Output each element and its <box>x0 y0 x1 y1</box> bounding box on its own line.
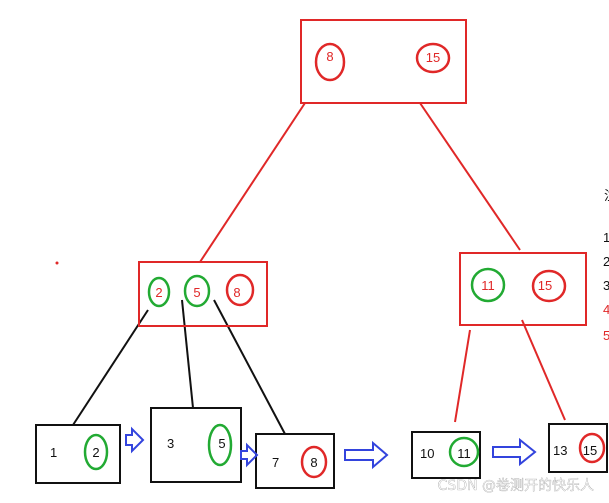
root-key-2: 15 <box>426 50 440 65</box>
side-note-line-2: 2 <box>603 254 609 269</box>
left-mid-key-1: 2 <box>155 285 162 300</box>
side-note-line-3: 3 <box>603 278 609 293</box>
right-mid-key-1: 11 <box>481 278 495 293</box>
side-note-line-5: 5 <box>603 328 609 343</box>
edge-root-left-mid <box>199 102 306 263</box>
root-node: 8 15 <box>300 19 467 104</box>
side-note-line-4: 4 <box>603 302 609 317</box>
right-mid-key-2: 15 <box>538 278 552 293</box>
edge-root-right-mid <box>419 102 521 251</box>
key-circle <box>207 423 233 467</box>
leaf4-key-1: 10 <box>420 446 434 461</box>
leaf3-key-2: 8 <box>310 455 317 470</box>
watermark: CSDN @卷测开的快乐人 <box>438 478 594 494</box>
side-note-heading: 注 <box>604 188 609 203</box>
leaf-node-4: 10 11 <box>411 431 481 479</box>
key-circle <box>531 269 567 303</box>
key-circle <box>578 432 606 464</box>
root-key-1: 8 <box>326 49 333 64</box>
key-circle <box>314 42 346 82</box>
sibling-arrow-icon <box>125 426 145 454</box>
sibling-arrow-icon <box>240 442 259 468</box>
sibling-arrow-icon <box>344 440 389 470</box>
edge-right-mid-leaf4 <box>454 329 471 423</box>
leaf1-key-2: 2 <box>92 445 99 460</box>
key-circle <box>183 274 211 308</box>
leaf3-key-1: 7 <box>272 455 279 470</box>
left-internal-node: 2 5 8 <box>138 261 268 327</box>
edge-left-mid-leaf2 <box>181 299 194 409</box>
side-note-line-1: 1 <box>603 230 609 245</box>
leaf-node-2: 3 5 <box>150 407 242 483</box>
key-circle <box>83 433 109 471</box>
key-circle <box>415 42 451 74</box>
edge-left-mid-leaf3 <box>213 299 286 435</box>
side-note: 注 1 2 3 4 5 <box>603 188 609 343</box>
leaf1-key-1: 1 <box>50 445 57 460</box>
leaf-node-1: 1 2 <box>35 424 121 484</box>
key-circle <box>147 276 171 308</box>
edge-right-mid-leaf5 <box>521 319 566 421</box>
key-circle <box>300 445 328 479</box>
leaf4-key-2: 11 <box>457 446 471 461</box>
leaf2-key-2: 5 <box>218 436 225 451</box>
key-circle <box>448 436 480 468</box>
left-mid-key-3: 8 <box>233 285 240 300</box>
left-mid-key-2: 5 <box>193 285 200 300</box>
leaf5-key-2: 15 <box>583 443 597 458</box>
right-internal-node: 11 15 <box>459 252 587 326</box>
edge-left-mid-leaf1 <box>72 309 149 426</box>
leaf-node-5: 13 15 <box>548 423 608 473</box>
leaf-node-3: 7 8 <box>255 433 335 489</box>
leaf2-key-1: 3 <box>167 436 174 451</box>
key-circle <box>225 273 255 307</box>
key-circle <box>470 267 506 303</box>
leaf5-key-1: 13 <box>553 443 567 458</box>
stray-dot <box>55 261 59 265</box>
sibling-arrow-icon <box>492 437 537 467</box>
